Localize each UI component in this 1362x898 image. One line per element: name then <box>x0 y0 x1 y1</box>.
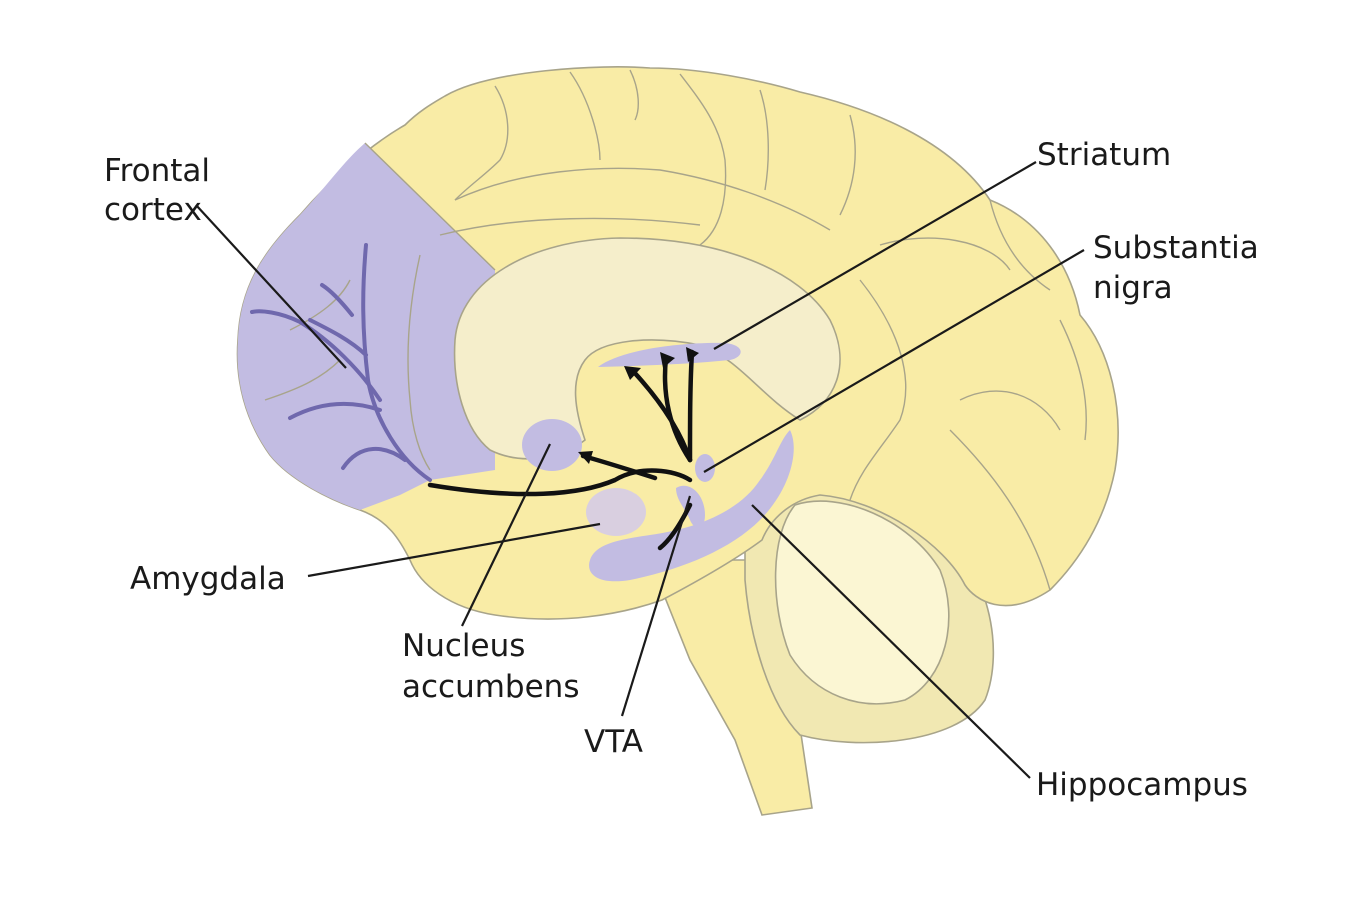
cortical-folds <box>264 69 1087 591</box>
label-frontal-cortex-1: Frontal <box>104 153 210 189</box>
leader-vta <box>620 495 692 717</box>
dopamine-pathways <box>427 347 699 551</box>
leader-substantia-nigra <box>703 249 1085 473</box>
striatum-region <box>598 342 741 367</box>
mesocortical-pathway <box>427 468 693 497</box>
leader-nucleus-accumbens <box>461 443 551 627</box>
diagram-labels: Frontal cortex Striatum Substantia nigra… <box>104 137 1259 803</box>
arrowhead-striatum-3 <box>686 347 699 362</box>
label-striatum: Striatum <box>1037 137 1171 173</box>
arrowhead-accumbens <box>578 451 593 464</box>
label-amygdala: Amygdala <box>130 561 286 597</box>
label-nucleus-accumbens-2: accumbens <box>402 669 579 705</box>
arrowhead-striatum-1 <box>624 366 641 380</box>
leader-hippocampus <box>751 504 1031 779</box>
label-substantia-nigra-1: Substantia <box>1093 230 1259 266</box>
label-frontal-cortex-2: cortex <box>104 192 202 228</box>
leader-striatum <box>713 161 1037 350</box>
cortical-projections <box>250 243 432 482</box>
label-nucleus-accumbens-1: Nucleus <box>402 628 525 664</box>
leader-lines <box>195 161 1085 779</box>
leader-frontal-cortex <box>195 204 347 369</box>
label-vta: VTA <box>584 724 643 760</box>
label-substantia-nigra-2: nigra <box>1093 270 1173 306</box>
frontal-cortex-region <box>237 143 495 510</box>
hippocampus-region <box>589 430 794 582</box>
vta-to-amygdala <box>657 502 693 551</box>
frontal-cortex-border <box>364 142 496 271</box>
label-hippocampus: Hippocampus <box>1036 767 1248 803</box>
amygdala-region <box>586 488 646 536</box>
leader-amygdala <box>307 522 601 578</box>
nucleus-accumbens-region <box>522 419 582 471</box>
cerebellum-core <box>774 500 950 705</box>
substantia-nigra-region <box>695 454 715 482</box>
nigrostriatal-pathway-2 <box>662 355 693 463</box>
arrowhead-striatum-2 <box>660 352 675 368</box>
nigrostriatal-pathway-3 <box>687 349 695 463</box>
